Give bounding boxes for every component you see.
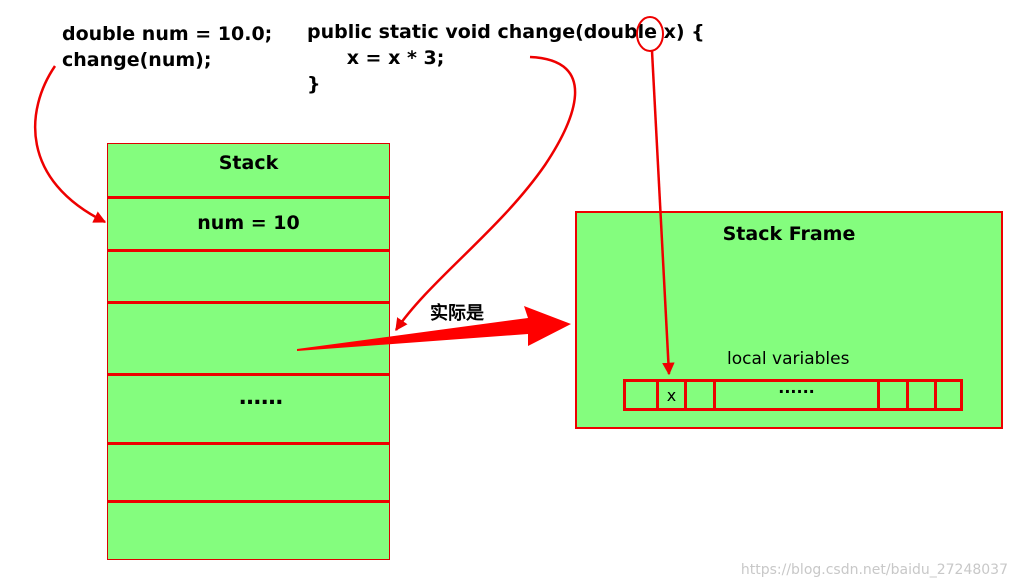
stack-num-cell: num = 10	[197, 212, 300, 234]
caller-code-line: change(num);	[62, 49, 212, 71]
stack-divider	[108, 500, 389, 503]
method-code-line: x = x * 3;	[307, 47, 445, 69]
watermark: https://blog.csdn.net/baidu_27248037	[740, 562, 1008, 578]
stack-frame-box: Stack Frame local variables x ······	[575, 211, 1003, 429]
method-code-line: public static void change(double x) {	[307, 21, 705, 43]
stack-divider	[108, 442, 389, 445]
actual-label: 实际是	[430, 303, 484, 324]
method-code-line: }	[307, 73, 321, 95]
method-code: public static void change(double x) { x …	[307, 19, 705, 97]
lv-cell	[909, 382, 937, 408]
stack-frame-title: Stack Frame	[722, 223, 856, 245]
arrow-call-to-num	[33, 65, 107, 224]
stack-divider	[108, 373, 389, 376]
lv-cell	[626, 382, 659, 408]
stack-divider	[108, 249, 389, 252]
lv-dots: ······	[778, 381, 815, 401]
lv-cell	[880, 382, 909, 408]
lv-cell-x: x	[659, 382, 687, 408]
stack-divider	[108, 196, 389, 199]
caller-code-line: double num = 10.0;	[62, 23, 273, 45]
stack-ellipsis: ……	[239, 385, 283, 410]
caller-code: double num = 10.0; change(num);	[62, 21, 272, 73]
lv-cell	[687, 382, 716, 408]
arrow-body-to-stack	[394, 55, 577, 332]
lv-cell	[937, 382, 960, 408]
stack-divider	[108, 301, 389, 304]
stack-title: Stack	[218, 152, 279, 174]
lv-cell-dots: ······	[716, 382, 880, 408]
stack-box: Stack num = 10 ……	[107, 143, 390, 560]
local-variables-table: x ······	[623, 379, 963, 411]
local-variables-label: local variables	[727, 349, 850, 369]
